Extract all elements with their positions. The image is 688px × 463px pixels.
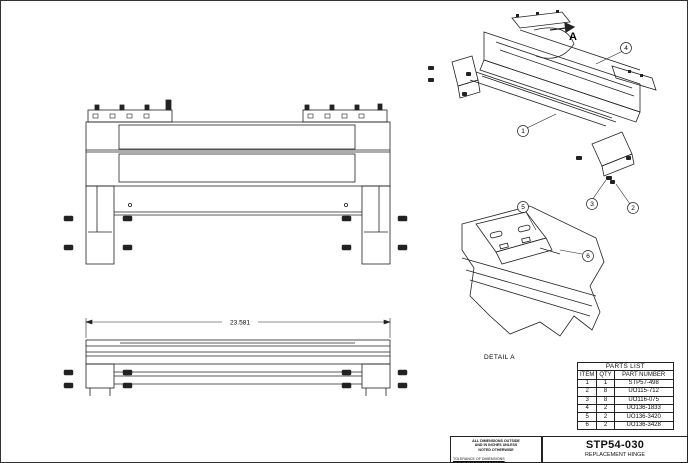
callout-balloons: 1 2 3 4 5 6 — [517, 42, 639, 262]
table-row: 1 1 STP57-498 — [576, 378, 674, 389]
callout-balloon-2: 2 — [627, 202, 639, 214]
callout-balloon-number: 2 — [631, 205, 635, 212]
callout-balloon-number: 1 — [521, 128, 525, 135]
table-row: 5 2 UO136-3420 — [576, 412, 674, 422]
callout-balloon-number: 3 — [590, 201, 594, 208]
section-arrow — [549, 22, 576, 34]
item-cell: 3 — [576, 395, 598, 405]
qty-cell: 8 — [596, 387, 615, 397]
parts-list-table: PARTS LIST ITEM QTY PART NUMBER 1 1 STP5… — [576, 361, 674, 431]
qty-cell: 8 — [596, 395, 615, 405]
item-cell: 1 — [576, 378, 598, 389]
callout-balloon-3: 3 — [586, 198, 598, 210]
right-mounting-flange — [302, 109, 388, 123]
part-number-cell: UO115-712 — [613, 387, 674, 397]
table-row: 6 2 UO136-3428 — [576, 420, 674, 431]
top-view-fasteners — [63, 369, 408, 389]
callout-leaders — [525, 49, 631, 255]
isometric-fasteners — [428, 10, 643, 184]
qty-cell: 2 — [596, 403, 615, 414]
left-leg — [85, 185, 115, 265]
item-cell: 6 — [576, 420, 598, 431]
callout-balloon-4: 4 — [620, 42, 632, 54]
callout-balloon-5: 5 — [517, 201, 529, 213]
qty-cell: 1 — [596, 378, 615, 389]
column-header-qty: QTY — [596, 370, 615, 380]
note-line: ALL DIMENSIONS OUTSIDE — [472, 439, 520, 443]
parts-list-title: PARTS LIST — [577, 361, 674, 372]
callout-balloon-number: 6 — [586, 253, 590, 260]
tolerance-note: TOLERANCE OF DIMENSIONS — [453, 457, 505, 461]
top-view — [85, 339, 391, 396]
part-number-cell: STP57-498 — [613, 378, 674, 389]
part-number-cell: UO116-075 — [613, 395, 674, 405]
front-view — [85, 99, 391, 265]
drawing-number: STP54-030 — [585, 439, 645, 451]
part-number-cell: UO136-3420 — [613, 412, 674, 422]
qty-cell: 2 — [596, 412, 615, 422]
dimension-line — [85, 318, 391, 338]
table-row: 3 8 UO116-075 — [576, 395, 674, 405]
callout-balloon-number: 5 — [521, 204, 525, 211]
title-block: STP54-030 REPLACEMENT HINGE — [542, 436, 688, 463]
detail-caption: DETAIL A — [484, 354, 515, 361]
column-header-item: ITEM — [576, 370, 598, 380]
right-leg — [361, 185, 391, 265]
general-notes-block: ALL DIMENSIONS OUTSIDE AND IN INCHES UNL… — [450, 436, 542, 463]
qty-cell: 2 — [596, 420, 615, 431]
detail-view — [461, 205, 605, 337]
callout-balloon-1: 1 — [517, 125, 529, 137]
dimension-value: 23.581 — [230, 320, 250, 327]
note-line: NOTED OTHERWISE — [478, 447, 514, 452]
left-mounting-flange — [87, 109, 173, 123]
table-row: 2 8 UO115-712 — [576, 387, 674, 397]
item-cell: 4 — [576, 403, 598, 414]
front-view-fasteners — [63, 215, 408, 251]
isometric-view — [451, 11, 657, 177]
column-header-part-number: PART NUMBER — [613, 370, 674, 380]
callout-balloon-6: 6 — [582, 250, 594, 262]
table-row: 4 2 UO136-1833 — [576, 403, 674, 414]
item-cell: 2 — [576, 387, 598, 397]
drawing-description: REPLACEMENT HINGE — [584, 452, 646, 458]
section-marker-label: A — [569, 31, 577, 43]
note-line: AND IN INCHES UNLESS — [474, 443, 518, 448]
part-number-cell: UO136-3428 — [613, 420, 674, 431]
callout-balloon-number: 4 — [624, 45, 628, 52]
item-cell: 5 — [576, 412, 598, 422]
part-number-cell: UO136-1833 — [613, 403, 674, 414]
